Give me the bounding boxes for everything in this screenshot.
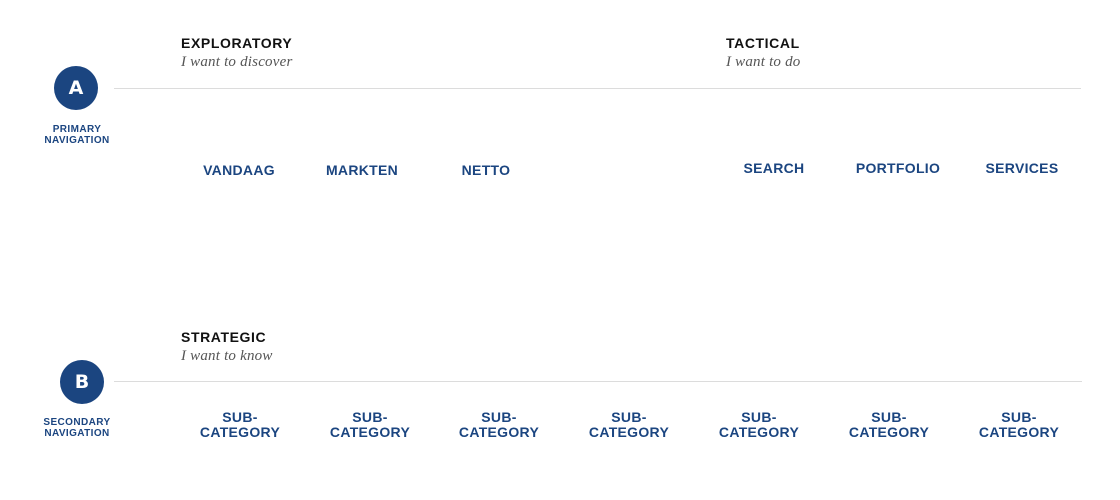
nav-item-netto[interactable]: NETTO	[461, 162, 511, 178]
sub-category-line2: CATEGORY	[848, 424, 930, 440]
sub-category-item-4[interactable]: SUB- CATEGORY	[564, 410, 694, 440]
secondary-divider	[114, 381, 1082, 382]
sub-category-line2: CATEGORY	[978, 424, 1060, 440]
secondary-badge: B	[60, 360, 104, 404]
secondary-label-line2: NAVIGATION	[44, 428, 110, 439]
sub-category-item-5[interactable]: SUB- CATEGORY	[694, 410, 824, 440]
strategic-heading: STRATEGIC	[181, 329, 267, 345]
tactical-heading: TACTICAL	[726, 35, 800, 51]
secondary-navigation-label: SECONDARY NAVIGATION	[32, 417, 122, 439]
sub-category-line1: SUB-	[611, 409, 647, 425]
primary-label-line1: PRIMARY	[52, 124, 102, 135]
primary-navigation-label: PRIMARY NAVIGATION	[32, 124, 122, 146]
nav-item-services[interactable]: SERVICES	[985, 160, 1059, 176]
sub-category-line2: CATEGORY	[588, 424, 670, 440]
nav-item-markten[interactable]: MARKTEN	[325, 162, 399, 178]
sub-category-line2: CATEGORY	[458, 424, 540, 440]
sub-category-line1: SUB-	[1001, 409, 1037, 425]
primary-label-line2: NAVIGATION	[44, 135, 110, 146]
sub-category-line1: SUB-	[481, 409, 517, 425]
sub-category-item-1[interactable]: SUB- CATEGORY	[175, 410, 305, 440]
sub-category-item-2[interactable]: SUB- CATEGORY	[305, 410, 435, 440]
sub-category-line2: CATEGORY	[718, 424, 800, 440]
secondary-label-line1: SECONDARY	[43, 417, 111, 428]
tactical-subtitle: I want to do	[726, 54, 801, 70]
nav-item-portfolio[interactable]: PORTFOLIO	[855, 160, 941, 176]
primary-badge: A	[54, 66, 98, 110]
sub-category-line2: CATEGORY	[199, 424, 281, 440]
strategic-subtitle: I want to know	[181, 348, 273, 364]
sub-category-line1: SUB-	[871, 409, 907, 425]
sub-category-line1: SUB-	[352, 409, 388, 425]
sub-category-item-6[interactable]: SUB- CATEGORY	[824, 410, 954, 440]
sub-category-line1: SUB-	[741, 409, 777, 425]
sub-category-item-7[interactable]: SUB- CATEGORY	[954, 410, 1084, 440]
secondary-badge-letter: B	[74, 371, 90, 393]
sub-category-item-3[interactable]: SUB- CATEGORY	[434, 410, 564, 440]
sub-category-line1: SUB-	[222, 409, 258, 425]
sub-category-line2: CATEGORY	[329, 424, 411, 440]
exploratory-heading: EXPLORATORY	[181, 35, 293, 51]
primary-divider	[114, 88, 1081, 89]
nav-item-vandaag[interactable]: VANDAAG	[203, 162, 275, 178]
primary-badge-letter: A	[68, 77, 84, 99]
nav-item-search[interactable]: SEARCH	[743, 160, 805, 176]
exploratory-subtitle: I want to discover	[181, 54, 293, 70]
